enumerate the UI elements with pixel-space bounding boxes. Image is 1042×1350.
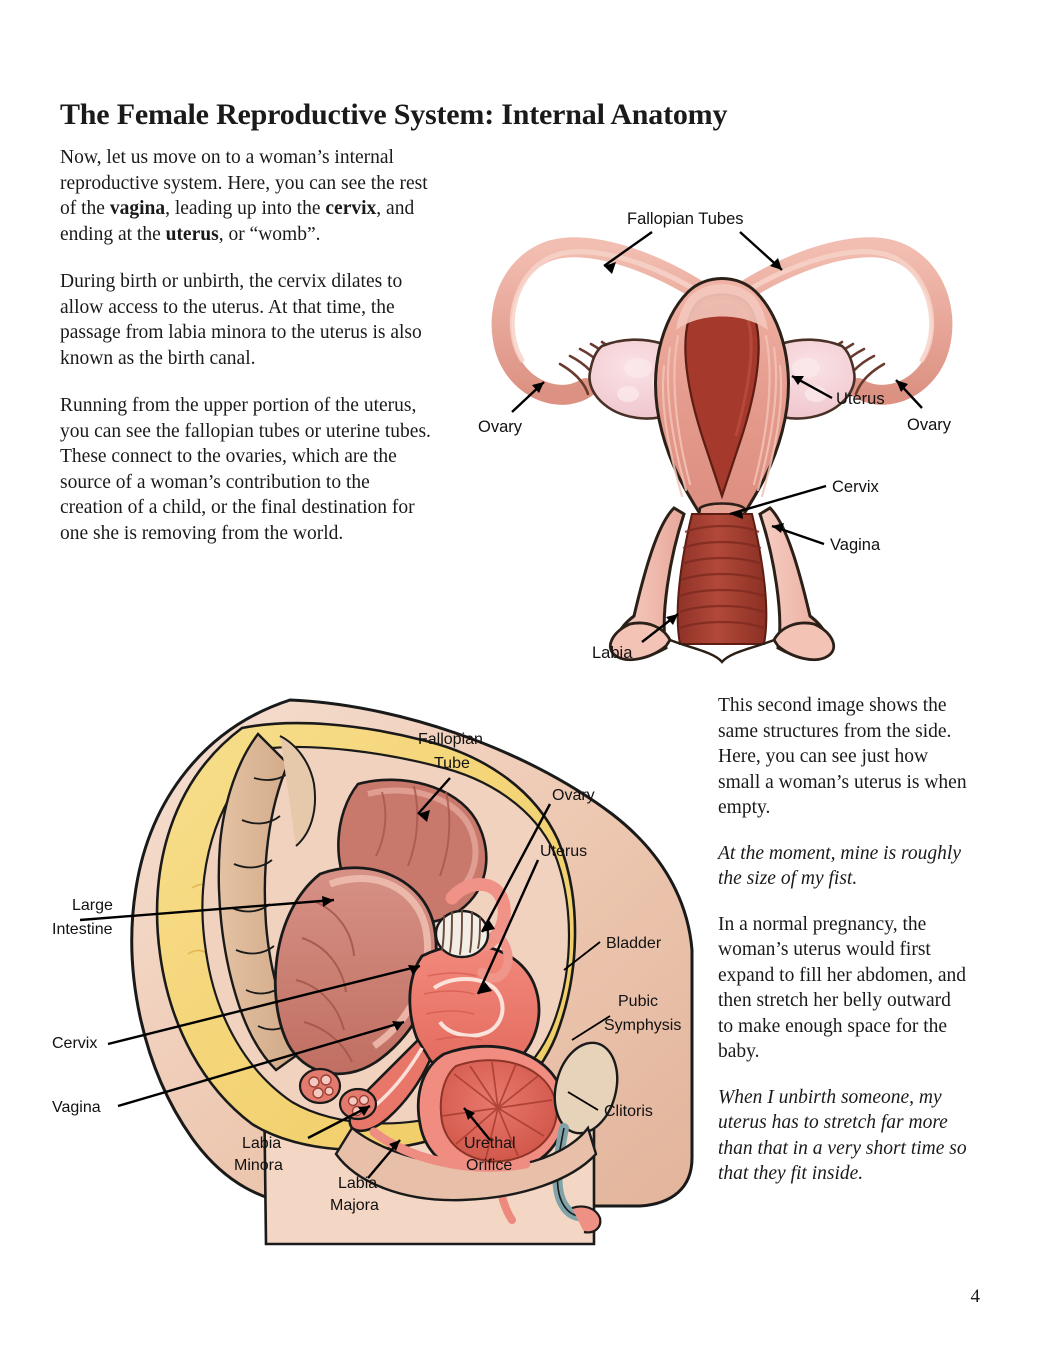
label-labia-minora-line1: Labia — [242, 1135, 281, 1152]
fallopian-ovary-sagittal-shape — [434, 877, 513, 983]
label-labia-majora-line1: Labia — [338, 1175, 377, 1192]
clitoris-shape — [571, 1205, 602, 1234]
paragraph-pregnancy: In a normal pregnancy, the woman’s uteru… — [718, 913, 967, 1063]
label-uterus-sag: Uterus — [540, 843, 587, 860]
label-bladder: Bladder — [606, 935, 662, 952]
vagina-shape — [613, 506, 831, 660]
label-fallopian-tube-line1: Fallopian — [418, 731, 483, 748]
bladder-shape — [416, 1044, 567, 1224]
label-clitoris: Clitoris — [604, 1103, 653, 1120]
label-large-intestine-line2: Intestine — [52, 921, 113, 938]
right-text-column: This second image shows the same structu… — [718, 693, 970, 1187]
sagittal-view-pelvis-diagram: Fallopian Tube Ovary Uterus Bladder — [52, 688, 712, 1248]
label-vagina-sag: Vagina — [52, 1099, 101, 1116]
page-number: 4 — [970, 1286, 981, 1307]
leader-fallopian-tubes — [603, 231, 783, 274]
leader-vagina-sag — [117, 1020, 405, 1108]
label-urethal-orifice-line2: Orifice — [466, 1157, 512, 1174]
label-labia-minora-line2: Minora — [234, 1157, 283, 1174]
paragraph-fallopian-tubes: Running from the upper portion of the ut… — [60, 395, 431, 544]
term-uterus: uterus — [165, 223, 219, 245]
leader-ovary-right — [895, 379, 923, 409]
leader-cervix — [729, 484, 827, 519]
leader-labia — [641, 613, 679, 643]
label-cervix-sag: Cervix — [52, 1035, 97, 1052]
leader-uterus-sag — [476, 859, 540, 995]
paragraph-unbirth: When I unbirth someone, my uterus has to… — [718, 1086, 967, 1185]
para1-seg3: , and ending at the — [60, 198, 415, 245]
paragraph-fist-size: At the moment, mine is roughly the size … — [718, 842, 961, 890]
vessel-bundles-shape — [298, 1067, 378, 1121]
leader-bladder — [563, 941, 601, 971]
leader-urethal-orifice — [463, 1107, 491, 1141]
para1-seg1: Now, let us move on to a woman’s interna… — [60, 147, 428, 219]
label-fallopian-tube-line2: Tube — [434, 755, 470, 772]
leader-ovary-sag — [480, 803, 552, 933]
label-large-intestine-line1: Large — [72, 897, 113, 914]
term-cervix: cervix — [325, 198, 377, 219]
leader-ovary-left — [511, 381, 545, 413]
leader-labia-majora — [367, 1139, 401, 1179]
leader-vagina — [771, 523, 825, 546]
leader-cervix-sag — [107, 964, 421, 1046]
pubic-symphysis-shape — [552, 1041, 619, 1221]
para1-seg4: , or “womb”. — [218, 223, 321, 245]
label-ovary-left: Ovary — [478, 418, 523, 436]
label-labia: Labia — [592, 644, 633, 662]
label-fallopian-tubes: Fallopian Tubes — [627, 210, 744, 228]
label-pubic-symphysis-line2: Symphysis — [604, 1017, 681, 1034]
labia-sagittal-shape — [334, 1125, 598, 1202]
leader-labia-minora — [307, 1104, 371, 1140]
paragraph-second-image: This second image shows the same structu… — [718, 695, 967, 818]
label-urethal-orifice-line1: Urethal — [464, 1135, 516, 1152]
label-ovary-sag: Ovary — [552, 787, 595, 804]
paragraph-intro: Now, let us move on to a woman’s interna… — [60, 145, 432, 247]
leader-clitoris — [567, 1091, 599, 1111]
leader-pubic-symphysis — [571, 1015, 611, 1041]
page-title: The Female Reproductive System: Internal… — [60, 98, 728, 132]
label-labia-majora-line2: Majora — [330, 1197, 379, 1214]
para1-seg2: , leading up into the — [165, 198, 326, 219]
term-vagina: vagina — [109, 198, 166, 219]
paragraph-birth-canal: During birth or unbirth, the cervix dila… — [60, 271, 422, 369]
label-cervix: Cervix — [832, 478, 880, 496]
label-uterus: Uterus — [836, 390, 885, 408]
sacrum-vertebrae-shape — [217, 732, 316, 1072]
label-pubic-symphysis-line1: Pubic — [618, 993, 658, 1010]
leader-uterus — [791, 374, 833, 400]
uterus-shape — [654, 277, 790, 516]
label-vagina: Vagina — [830, 536, 881, 554]
label-ovary-right: Ovary — [907, 416, 952, 434]
leader-large-intestine — [79, 896, 335, 922]
frontal-view-uterus-diagram: Fallopian Tubes Ovary Ovary Uterus — [452, 196, 992, 666]
leader-fallopian-tube-sag — [417, 777, 451, 822]
left-text-column: Now, let us move on to a woman’s interna… — [60, 145, 432, 546]
